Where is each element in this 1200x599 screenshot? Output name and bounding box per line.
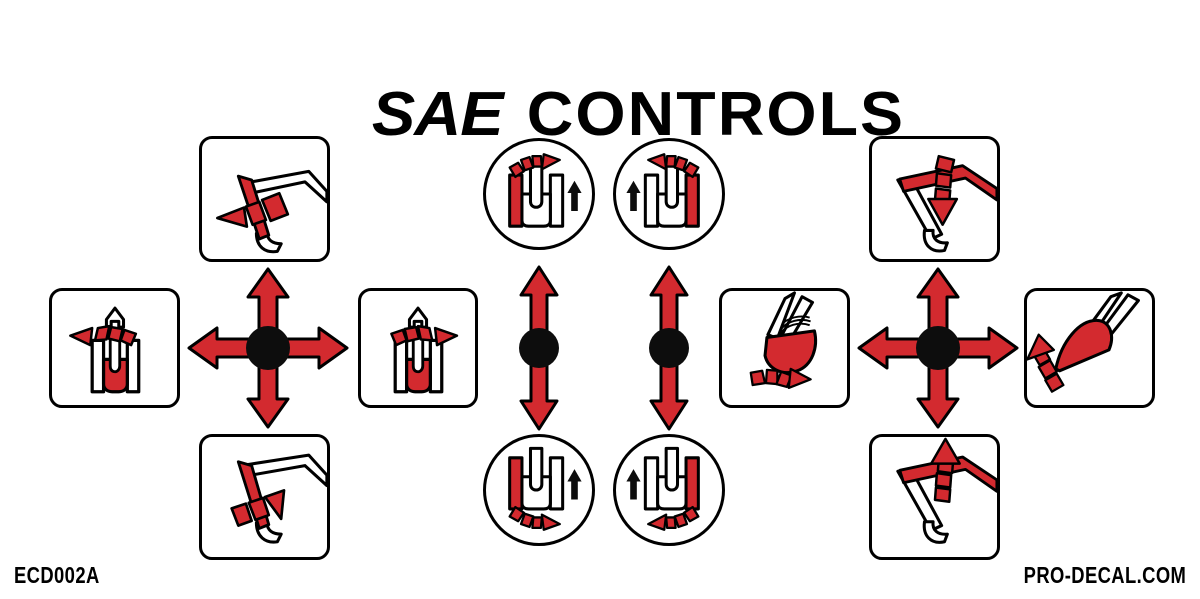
panel-boom-down[interactable]	[869, 136, 1000, 262]
panel-left-track-forward[interactable]	[483, 138, 595, 250]
panel-left-track-reverse[interactable]	[483, 434, 595, 546]
icon-left-track-forward	[508, 153, 582, 228]
icon-boom-raise	[896, 437, 997, 544]
panel-right-track-forward[interactable]	[613, 138, 725, 250]
panel-swing-left[interactable]	[49, 288, 180, 408]
hub-dot	[519, 328, 559, 368]
panel-stick-in[interactable]	[199, 434, 330, 560]
icon-arm-extend-out	[216, 169, 327, 254]
left-joystick-cross	[185, 265, 351, 431]
panel-bucket-dump[interactable]	[1024, 288, 1155, 408]
website-label: PRO-DECAL.COM	[1023, 562, 1186, 588]
title-sae: SAE	[372, 80, 504, 149]
icon-bucket-dump	[1027, 291, 1140, 393]
panel-boom-up[interactable]	[869, 434, 1000, 560]
title-controls: CONTROLS	[526, 80, 905, 149]
icon-bucket-curl	[749, 291, 818, 390]
part-number: ECD002A	[14, 562, 100, 588]
icon-house-swing-left	[69, 306, 141, 394]
left-travel-arrow	[515, 263, 563, 433]
icon-right-track-reverse	[626, 446, 700, 531]
icon-right-track-forward	[626, 153, 700, 228]
panel-bucket-curl-in[interactable]	[719, 288, 850, 408]
panel-swing-right[interactable]	[358, 288, 478, 408]
hub-dot	[246, 326, 290, 370]
icon-house-swing-right	[390, 306, 459, 394]
hub-dot	[649, 328, 689, 368]
panel-stick-out[interactable]	[199, 136, 330, 262]
right-travel-arrow	[645, 263, 693, 433]
icon-boom-lower	[896, 154, 997, 253]
icon-arm-curl-in	[230, 453, 327, 544]
icon-left-track-reverse	[508, 446, 582, 531]
hub-dot	[916, 326, 960, 370]
page-title: SAE CONTROLS	[0, 22, 1200, 208]
right-joystick-cross	[855, 265, 1021, 431]
panel-right-track-reverse[interactable]	[613, 434, 725, 546]
